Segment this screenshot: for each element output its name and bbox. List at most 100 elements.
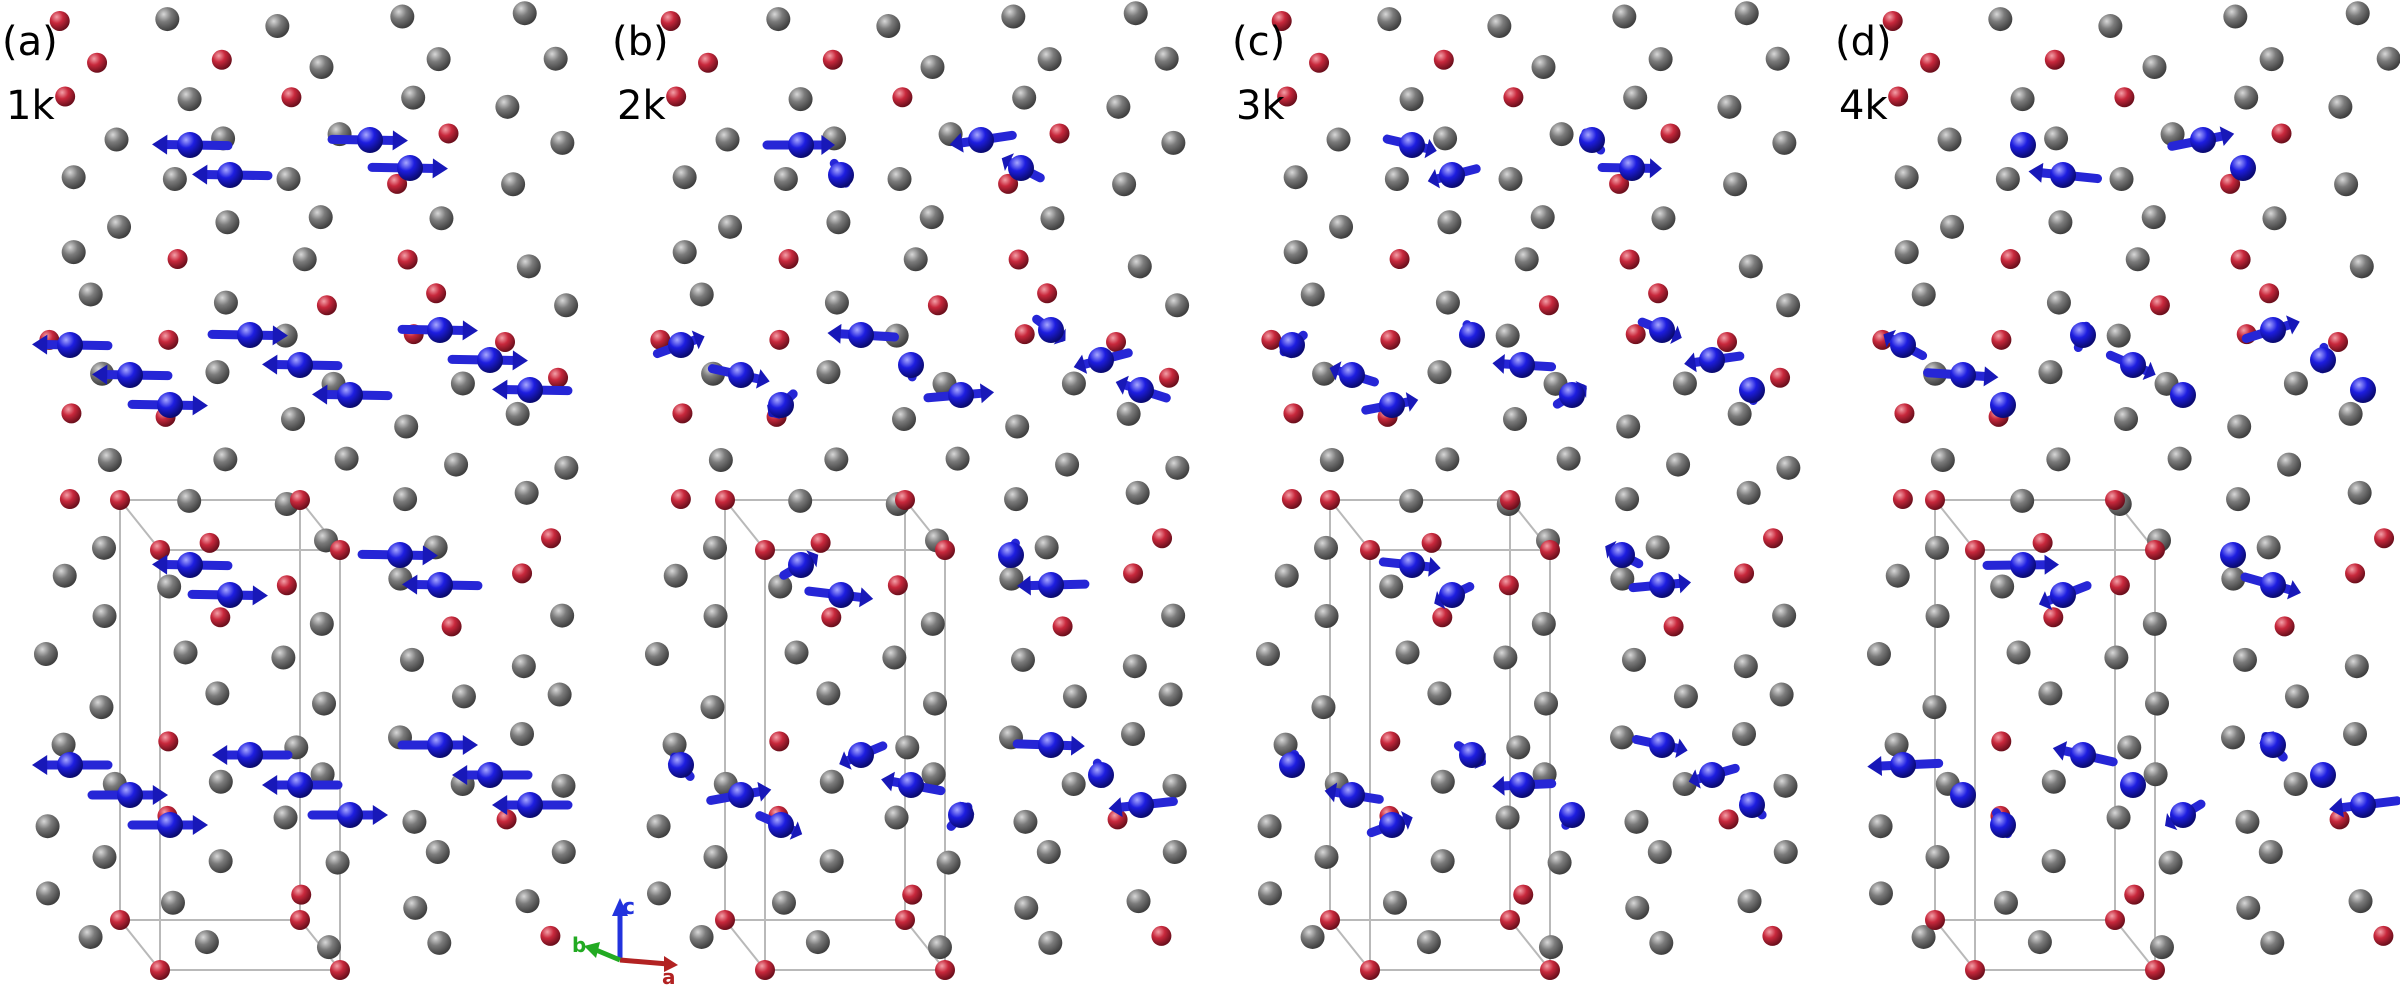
- a-axis-label: a: [662, 965, 676, 989]
- red-atom: [281, 87, 302, 108]
- b-axis-label: b: [572, 933, 586, 957]
- magnetic-atom: [157, 392, 183, 418]
- magnetic-atom: [1008, 155, 1034, 181]
- magnetic-moment-arrowhead: [92, 364, 108, 385]
- red-atom: [1049, 123, 1070, 144]
- magnetic-atom: [1559, 802, 1585, 828]
- magnetic-atom: [177, 552, 203, 578]
- cell-corner-atom: [2145, 960, 2165, 980]
- gray-atom: [514, 480, 539, 505]
- red-atom: [426, 283, 447, 304]
- gray-atom: [1300, 924, 1325, 949]
- magnetic-atom: [2260, 317, 2286, 343]
- gray-atom: [927, 935, 952, 960]
- magnetic-moment-arrowhead: [1017, 575, 1031, 596]
- cell-corner-atom: [110, 910, 130, 930]
- gray-atom: [92, 535, 117, 560]
- red-atom: [1107, 809, 1128, 830]
- gray-atom: [2277, 452, 2302, 477]
- magnetic-atom: [1088, 762, 1114, 788]
- red-atom: [167, 249, 188, 270]
- gray-atom: [1773, 773, 1798, 798]
- gray-atom: [1004, 487, 1029, 512]
- gray-atom: [2044, 126, 2069, 151]
- gray-atom: [1737, 889, 1762, 914]
- magnetic-moment-arrowhead: [262, 354, 278, 375]
- magnetic-atom: [517, 792, 543, 818]
- gray-atom: [1435, 290, 1460, 315]
- magnetic-moment-arrowhead: [2142, 361, 2156, 381]
- gray-atom: [2258, 840, 2283, 865]
- red-atom: [496, 809, 517, 830]
- gray-atom: [1399, 87, 1424, 112]
- gray-atom: [2221, 725, 2246, 750]
- gray-atom: [2117, 735, 2142, 760]
- gray-atom: [1773, 840, 1798, 865]
- gray-atom: [162, 167, 187, 192]
- magnetic-atom: [1279, 332, 1305, 358]
- magnetic-moment-arrowhead: [2038, 591, 2053, 610]
- gray-atom: [1648, 47, 1673, 72]
- magnetic-moment-arrowhead: [2044, 554, 2059, 575]
- cell-corner-atom: [935, 960, 955, 980]
- gray-atom: [310, 762, 335, 787]
- gray-atom: [194, 930, 219, 955]
- magnetic-moment-arrowhead: [1434, 591, 1446, 610]
- magnetic-atom: [287, 352, 313, 378]
- gray-atom: [1733, 654, 1758, 679]
- magnetic-moment-arrowhead: [192, 395, 208, 416]
- magnetic-atom: [1509, 772, 1535, 798]
- magnetic-moment-arrowhead: [252, 585, 268, 606]
- gray-atom: [2149, 935, 2174, 960]
- gray-atom: [1651, 206, 1676, 231]
- red-atom: [1432, 607, 1453, 628]
- gray-atom: [1034, 535, 1059, 560]
- cell-corner-atom: [2105, 490, 2125, 510]
- gray-atom: [160, 890, 185, 915]
- gray-atom: [1314, 535, 1339, 560]
- gray-atom: [903, 247, 928, 272]
- magnetic-atom: [1439, 162, 1465, 188]
- gray-atom: [2142, 55, 2167, 80]
- magnetic-atom: [848, 322, 874, 348]
- magnetic-moment-arrowhead: [1001, 153, 1014, 172]
- gray-atom: [2098, 14, 2123, 39]
- gray-atom: [78, 282, 103, 307]
- gray-atom: [1990, 574, 2015, 599]
- crystal-axes-triad: c a b: [572, 895, 678, 989]
- red-atom: [1513, 884, 1534, 905]
- gray-atom: [662, 732, 687, 757]
- magnetic-moment-arrowhead: [839, 751, 852, 770]
- gray-atom: [1162, 773, 1187, 798]
- magnetic-atom: [1339, 782, 1365, 808]
- gray-atom: [708, 447, 733, 472]
- panel-a-structure: [32, 1, 579, 980]
- gray-atom: [554, 455, 579, 480]
- gray-atom: [644, 642, 669, 667]
- gray-atom: [213, 290, 238, 315]
- magnetic-moment-arrowhead: [691, 330, 705, 350]
- gray-atom: [689, 924, 714, 949]
- magnetic-atom: [1459, 322, 1485, 348]
- gray-atom: [919, 205, 944, 230]
- gray-atom: [1165, 455, 1190, 480]
- red-atom: [1151, 925, 1172, 946]
- gray-atom: [35, 814, 60, 839]
- magnetic-atom: [2260, 572, 2286, 598]
- gray-atom: [1673, 684, 1698, 709]
- gray-atom: [1311, 695, 1336, 720]
- gray-atom: [2234, 85, 2259, 110]
- gray-atom: [1623, 85, 1648, 110]
- gray-atom: [2109, 167, 2134, 192]
- gray-atom: [892, 407, 917, 432]
- gray-atom: [2284, 684, 2309, 709]
- gray-atom: [2041, 769, 2066, 794]
- gray-atom: [1154, 46, 1179, 71]
- red-atom: [158, 731, 179, 752]
- gray-atom: [1040, 206, 1065, 231]
- gray-atom: [1531, 55, 1556, 80]
- magnetic-moment-arrowhead: [1492, 353, 1505, 374]
- gray-atom: [1430, 849, 1455, 874]
- gray-atom: [316, 935, 341, 960]
- red-atom: [540, 925, 561, 946]
